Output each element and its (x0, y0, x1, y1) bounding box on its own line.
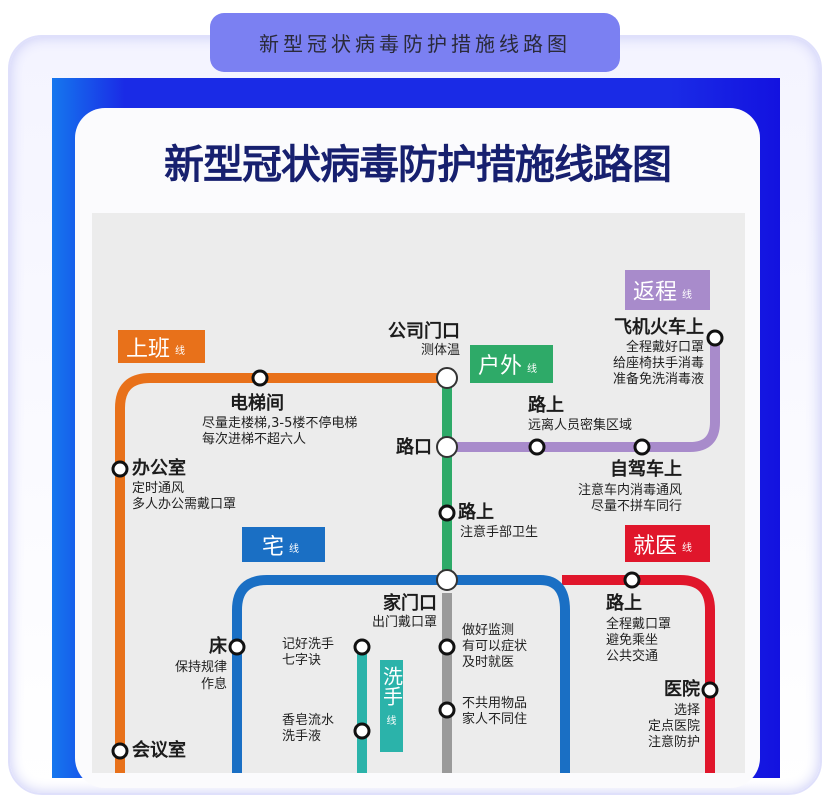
route-lines (111, 329, 724, 773)
station-note: 公共交通 (606, 649, 659, 664)
station-name: 自驾车上 (610, 459, 682, 480)
commute-line (115, 373, 447, 773)
station-note: 选择 (673, 703, 700, 718)
station-name: 会议室 (132, 740, 186, 761)
station-note: 出门戴口罩 (371, 615, 437, 630)
medical-line (562, 575, 715, 773)
station-plane-train (706, 329, 724, 347)
line-label-commute: 上班线 (118, 330, 205, 363)
station-note: 避免乘坐 (606, 633, 659, 648)
station-name: 公司门口 (388, 321, 460, 342)
station-note: 做好监测 (462, 623, 515, 638)
station-note: 注意车内消毒通风 (577, 483, 682, 498)
station-self-drive (633, 438, 651, 456)
tab-title: 新型冠状病毒防护措施线路图 (259, 32, 571, 56)
station-note: 香皂流水 (282, 713, 335, 728)
interchange-company-gate (436, 367, 458, 389)
title-tab[interactable]: 新型冠状病毒防护措施线路图 (210, 13, 620, 72)
station-name: 路上 (606, 593, 642, 614)
station-elevator (251, 369, 269, 387)
station-no-share (438, 701, 456, 719)
line-label-handwash: 洗手线 (380, 660, 404, 752)
station-name: 飞机火车上 (614, 317, 704, 338)
interchange-crossing (436, 436, 458, 458)
station-note: 全程戴口罩 (606, 617, 672, 632)
station-note: 远离人员密集区域 (528, 418, 633, 433)
station-note: 七字诀 (282, 653, 322, 668)
line-label-home: 宅线 (242, 527, 325, 562)
line-label-return: 返程线 (625, 270, 710, 310)
station-road-outdoor (438, 504, 456, 522)
station-note: 尽量不拼车同行 (590, 499, 682, 514)
line-label-outdoor: 户外线 (470, 345, 553, 383)
station-note: 不共用物品 (462, 696, 528, 711)
station-name: 家门口 (383, 593, 437, 614)
station-note: 全程戴好口罩 (625, 340, 704, 355)
line-label-medical: 就医线 (625, 525, 710, 562)
home-line (232, 575, 570, 773)
station-note: 测体温 (420, 343, 460, 358)
station-note: 准备免洗消毒液 (612, 372, 704, 387)
station-note: 每次进梯不超六人 (202, 432, 307, 447)
station-note: 保持规律 (174, 660, 227, 675)
station-name: 路口 (396, 437, 432, 458)
route-map: 上班线 户外线 返程线 宅线 就医线 洗手线 公司门口 测体温 电梯间 尽量走楼… (92, 213, 745, 773)
station-name: 办公室 (132, 458, 186, 479)
station-name: 电梯间 (230, 393, 284, 414)
station-wash1 (353, 638, 371, 656)
station-note: 洗手液 (282, 729, 322, 744)
station-note: 及时就医 (462, 655, 515, 670)
station-note: 家人不同住 (462, 712, 528, 727)
station-note: 定时通风 (132, 481, 185, 496)
station-note: 尽量走楼梯,3-5楼不停电梯 (202, 416, 358, 431)
station-road-medical (623, 571, 641, 589)
station-hospital (701, 681, 719, 699)
station-road-return (528, 438, 546, 456)
station-office (111, 460, 129, 478)
station-meeting (111, 742, 129, 760)
station-note: 有可以症状 (462, 639, 528, 654)
poster-heading: 新型冠状病毒防护措施线路图 (164, 142, 672, 188)
station-name: 路上 (528, 395, 564, 416)
station-note: 作息 (200, 677, 227, 692)
interchange-home (436, 569, 458, 591)
station-monitor (438, 638, 456, 656)
station-wash2 (353, 722, 371, 740)
station-note: 给座椅扶手消毒 (612, 356, 704, 371)
return-line (447, 338, 720, 452)
station-note: 定点医院 (647, 719, 700, 734)
station-note: 多人办公需戴口罩 (132, 497, 237, 512)
station-bed (228, 638, 246, 656)
station-note: 注意手部卫生 (460, 525, 539, 540)
station-name: 路上 (458, 502, 494, 523)
station-name: 床 (209, 636, 227, 657)
station-note: 记好洗手 (282, 637, 335, 652)
station-name: 医院 (664, 679, 700, 700)
station-note: 注意防护 (647, 735, 700, 750)
